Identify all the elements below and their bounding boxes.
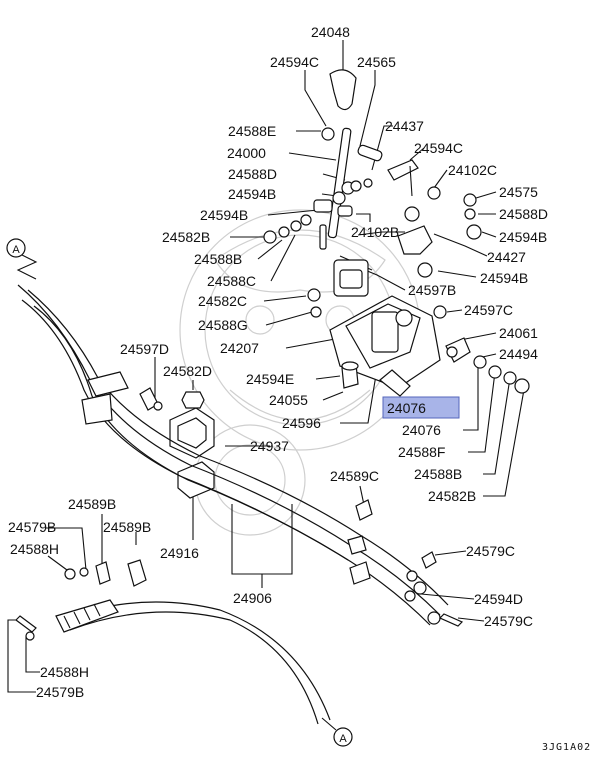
part-label[interactable]: 24594D xyxy=(474,591,523,607)
part-label[interactable]: 24588D xyxy=(499,206,548,222)
cable-ends-right xyxy=(347,535,464,627)
part-label[interactable]: 24055 xyxy=(269,392,308,408)
part-label[interactable]: 24596 xyxy=(282,415,321,431)
part-label[interactable]: 24207 xyxy=(220,340,259,356)
part-label[interactable]: 24494 xyxy=(499,346,538,362)
part-label[interactable]: 24589B xyxy=(68,496,116,512)
part-label[interactable]: 24437 xyxy=(385,118,424,134)
part-label[interactable]: 24916 xyxy=(160,545,199,561)
cable-end-hardware xyxy=(81,371,163,425)
connector-marker-top: A xyxy=(6,238,26,258)
connector-label-top: A xyxy=(12,244,20,256)
part-label[interactable]: 24937 xyxy=(250,438,289,454)
diagram-code: 3JG1A02 xyxy=(542,742,591,753)
side-pivot-pin xyxy=(445,337,471,363)
connector-marker-bottom: A xyxy=(321,717,353,747)
highlight-box xyxy=(382,396,460,419)
part-label[interactable]: 24906 xyxy=(233,590,272,606)
part-label[interactable]: 24594B xyxy=(499,229,547,245)
part-label[interactable]: 24048 xyxy=(311,24,350,40)
part-label[interactable]: 24588H xyxy=(10,541,59,557)
cable-clips xyxy=(15,499,373,641)
bracket-clip xyxy=(333,259,369,297)
part-label[interactable]: 24582B xyxy=(428,488,476,504)
part-label[interactable]: 24102B xyxy=(351,224,399,240)
part-label[interactable]: 24597B xyxy=(408,282,456,298)
part-label[interactable]: 24589C xyxy=(330,468,379,484)
part-label[interactable]: 24565 xyxy=(357,54,396,70)
part-label[interactable]: 24582C xyxy=(198,293,247,309)
part-label[interactable]: 24582D xyxy=(163,363,212,379)
part-label[interactable]: 24579B xyxy=(36,684,84,700)
part-label[interactable]: 24588E xyxy=(228,123,276,139)
part-label[interactable]: 24427 xyxy=(487,249,526,265)
part-label[interactable]: 24594B xyxy=(200,207,248,223)
part-label[interactable]: 24594B xyxy=(228,186,276,202)
part-label[interactable]: 24588G xyxy=(198,317,248,333)
part-label[interactable]: 24588F xyxy=(398,444,445,460)
part-label[interactable]: 24597C xyxy=(464,302,513,318)
part-label[interactable]: 24588B xyxy=(194,251,242,267)
part-label[interactable]: 24588D xyxy=(228,166,277,182)
cable-bracket-24937 xyxy=(169,407,215,459)
part-label[interactable]: 24579C xyxy=(484,613,533,629)
mount-bushing xyxy=(341,361,359,389)
connector-label-bottom: A xyxy=(339,733,347,745)
part-label[interactable]: 24061 xyxy=(499,325,538,341)
part-label[interactable]: 24588H xyxy=(40,664,89,680)
part-label[interactable]: 24000 xyxy=(227,145,266,161)
part-label[interactable]: 24588B xyxy=(414,466,462,482)
shift-knob xyxy=(329,69,357,111)
part-label[interactable]: 24579C xyxy=(466,543,515,559)
part-label[interactable]: 24597D xyxy=(120,341,169,357)
part-label[interactable]: 24102C xyxy=(448,162,497,178)
part-label[interactable]: 24594C xyxy=(414,140,463,156)
part-label[interactable]: 24076 xyxy=(387,400,426,416)
washer-stack xyxy=(473,355,530,394)
shift-cable-lower xyxy=(55,599,331,725)
part-label[interactable]: 24594E xyxy=(246,371,294,387)
part-label[interactable]: 24582B xyxy=(162,229,210,245)
part-label[interactable]: 24588C xyxy=(207,273,256,289)
part-label[interactable]: 24579B xyxy=(8,519,56,535)
shift-rod-linkage xyxy=(339,159,433,271)
part-label[interactable]: 24589B xyxy=(103,519,151,535)
bolt-24582D xyxy=(181,391,205,409)
part-label[interactable]: 24594C xyxy=(270,54,319,70)
shift-lever xyxy=(327,127,383,239)
part-label[interactable]: 24594B xyxy=(480,270,528,286)
part-labels: 24048 24594C 24565 24588E 24437 24000 24… xyxy=(8,24,548,700)
part-label[interactable]: 24575 xyxy=(499,184,538,200)
small-bushings xyxy=(263,127,482,319)
part-label[interactable]: 24076 xyxy=(402,422,441,438)
